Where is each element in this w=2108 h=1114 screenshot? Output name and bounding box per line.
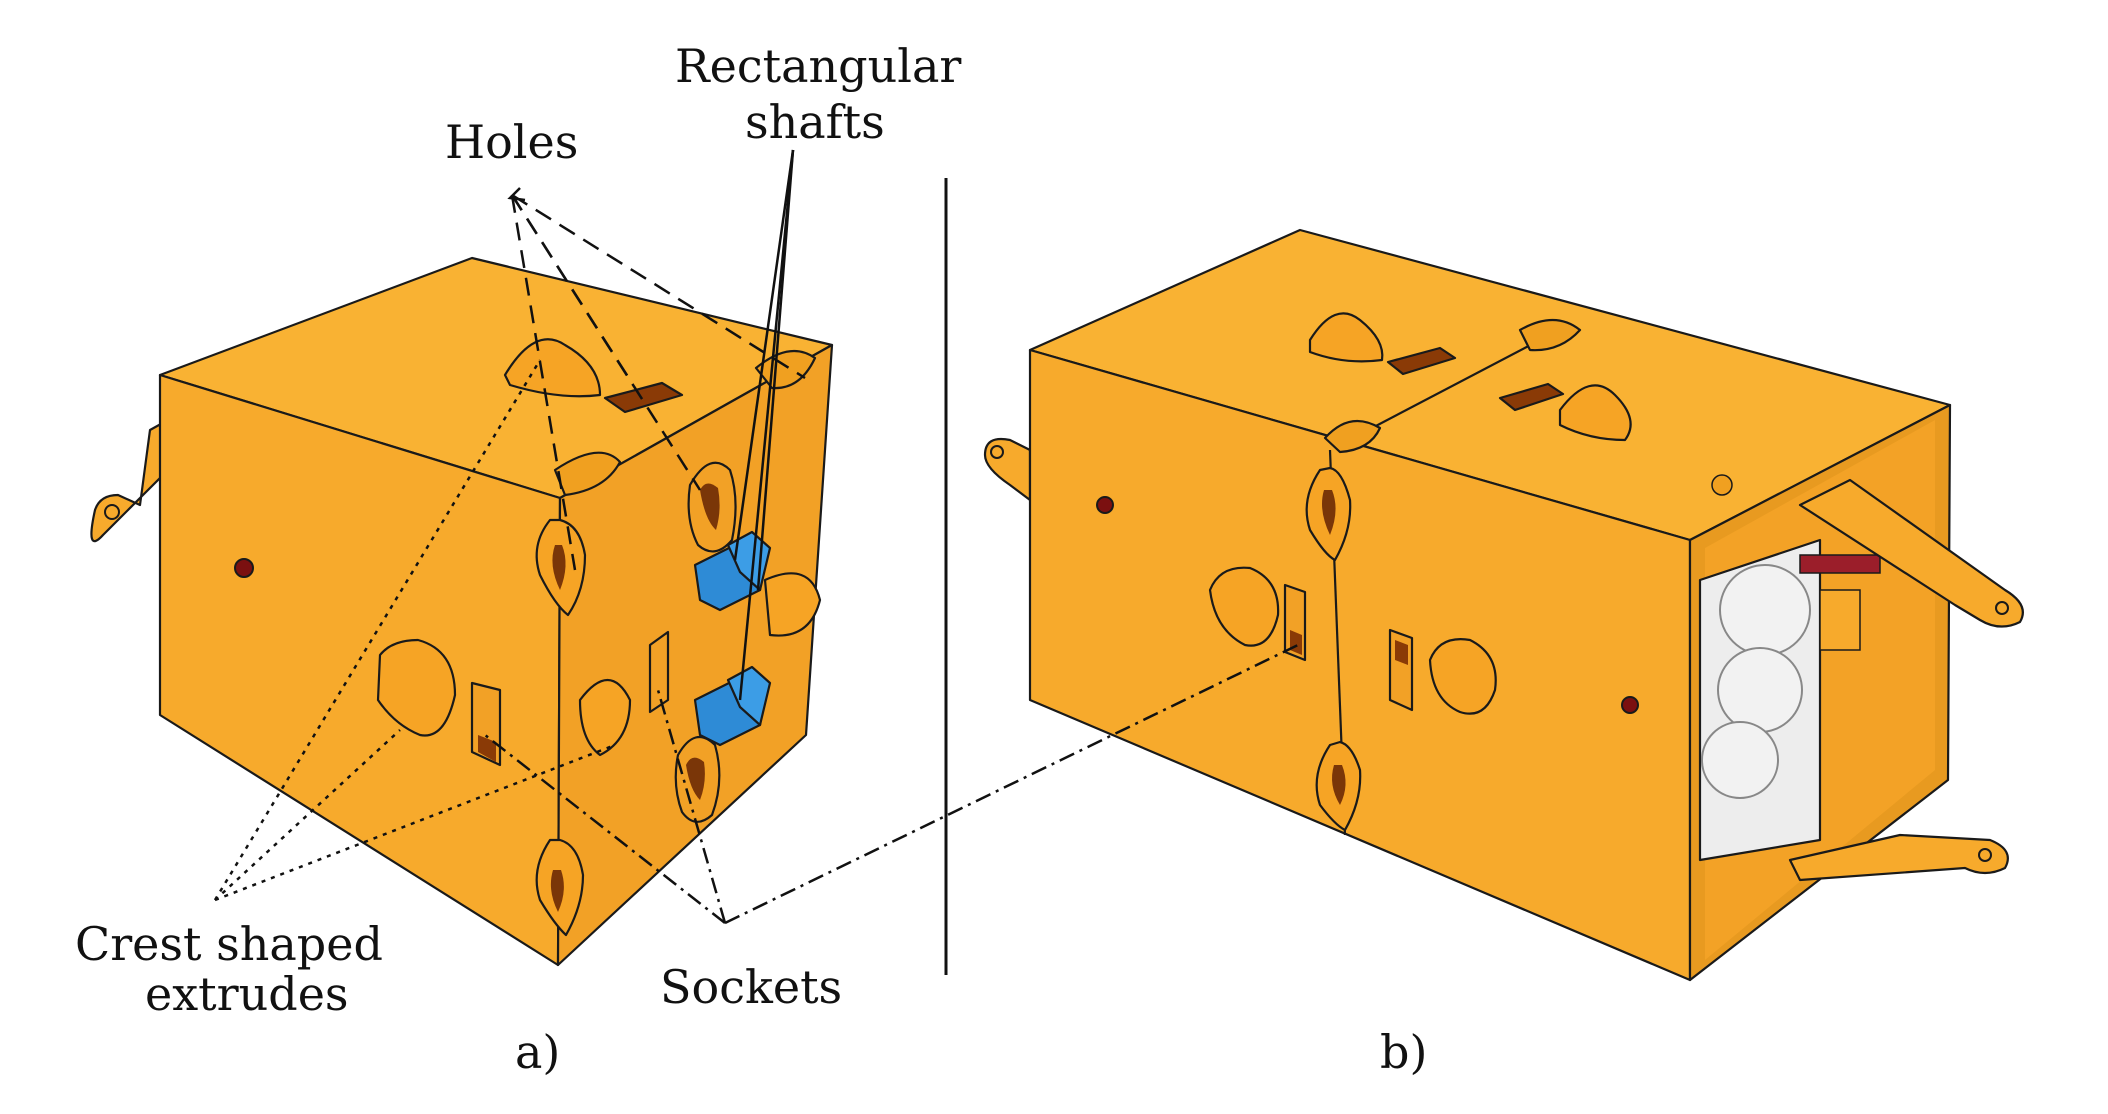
pin-hole-a	[234, 558, 254, 578]
label-panel-a: a)	[515, 1025, 560, 1079]
mounting-arm-lower	[1788, 833, 2009, 882]
crest-leaders	[213, 359, 616, 902]
mounting-tab-a	[90, 418, 170, 543]
label-sockets: Sockets	[660, 960, 842, 1014]
crest-extrude	[1428, 638, 1497, 715]
internal-gears	[1698, 538, 1881, 862]
top-hole-b	[1711, 474, 1733, 496]
sockets-leaders	[484, 643, 1299, 925]
crest-extrude	[376, 638, 457, 737]
pin-hole-b-right	[1621, 696, 1639, 714]
label-shafts-line1: Rectangular	[675, 39, 961, 93]
rectangular-shaft-upper	[693, 530, 772, 612]
socket-side-a	[648, 630, 670, 714]
crest-extrude	[1208, 566, 1280, 647]
crest-extrude	[763, 572, 822, 637]
holes-leaders	[510, 193, 806, 571]
hole-top-b1	[1518, 319, 1582, 352]
hole-top-edge	[553, 451, 622, 497]
pin-hole-b-left	[1096, 496, 1114, 514]
side-face-a	[556, 343, 834, 967]
module-b	[983, 228, 2024, 982]
module-a	[90, 256, 834, 967]
mounting-tab-b-left	[983, 437, 1032, 502]
socket-front-b2	[1388, 628, 1414, 712]
crest-extrude-front	[578, 679, 632, 757]
shafts-leaders	[733, 149, 795, 701]
rectangular-shaft-lower	[693, 665, 772, 747]
hole-top-b2	[1323, 419, 1382, 454]
crest-extrude	[1558, 384, 1632, 442]
label-shafts-line2: shafts	[745, 95, 885, 149]
label-panel-b: b)	[1380, 1025, 1427, 1079]
label-crest-line2: extrudes	[145, 967, 349, 1021]
socket-top-b2	[1498, 382, 1565, 412]
socket-top-a	[603, 381, 684, 414]
leader-lines	[213, 149, 1299, 925]
crest-extrude	[1308, 312, 1384, 363]
label-holes: Holes	[445, 115, 578, 169]
crest-extrude	[503, 338, 602, 398]
label-crest-line1: Crest shaped	[75, 917, 383, 971]
mounting-arm-upper	[1798, 478, 2024, 628]
socket-top-b1	[1386, 346, 1457, 376]
